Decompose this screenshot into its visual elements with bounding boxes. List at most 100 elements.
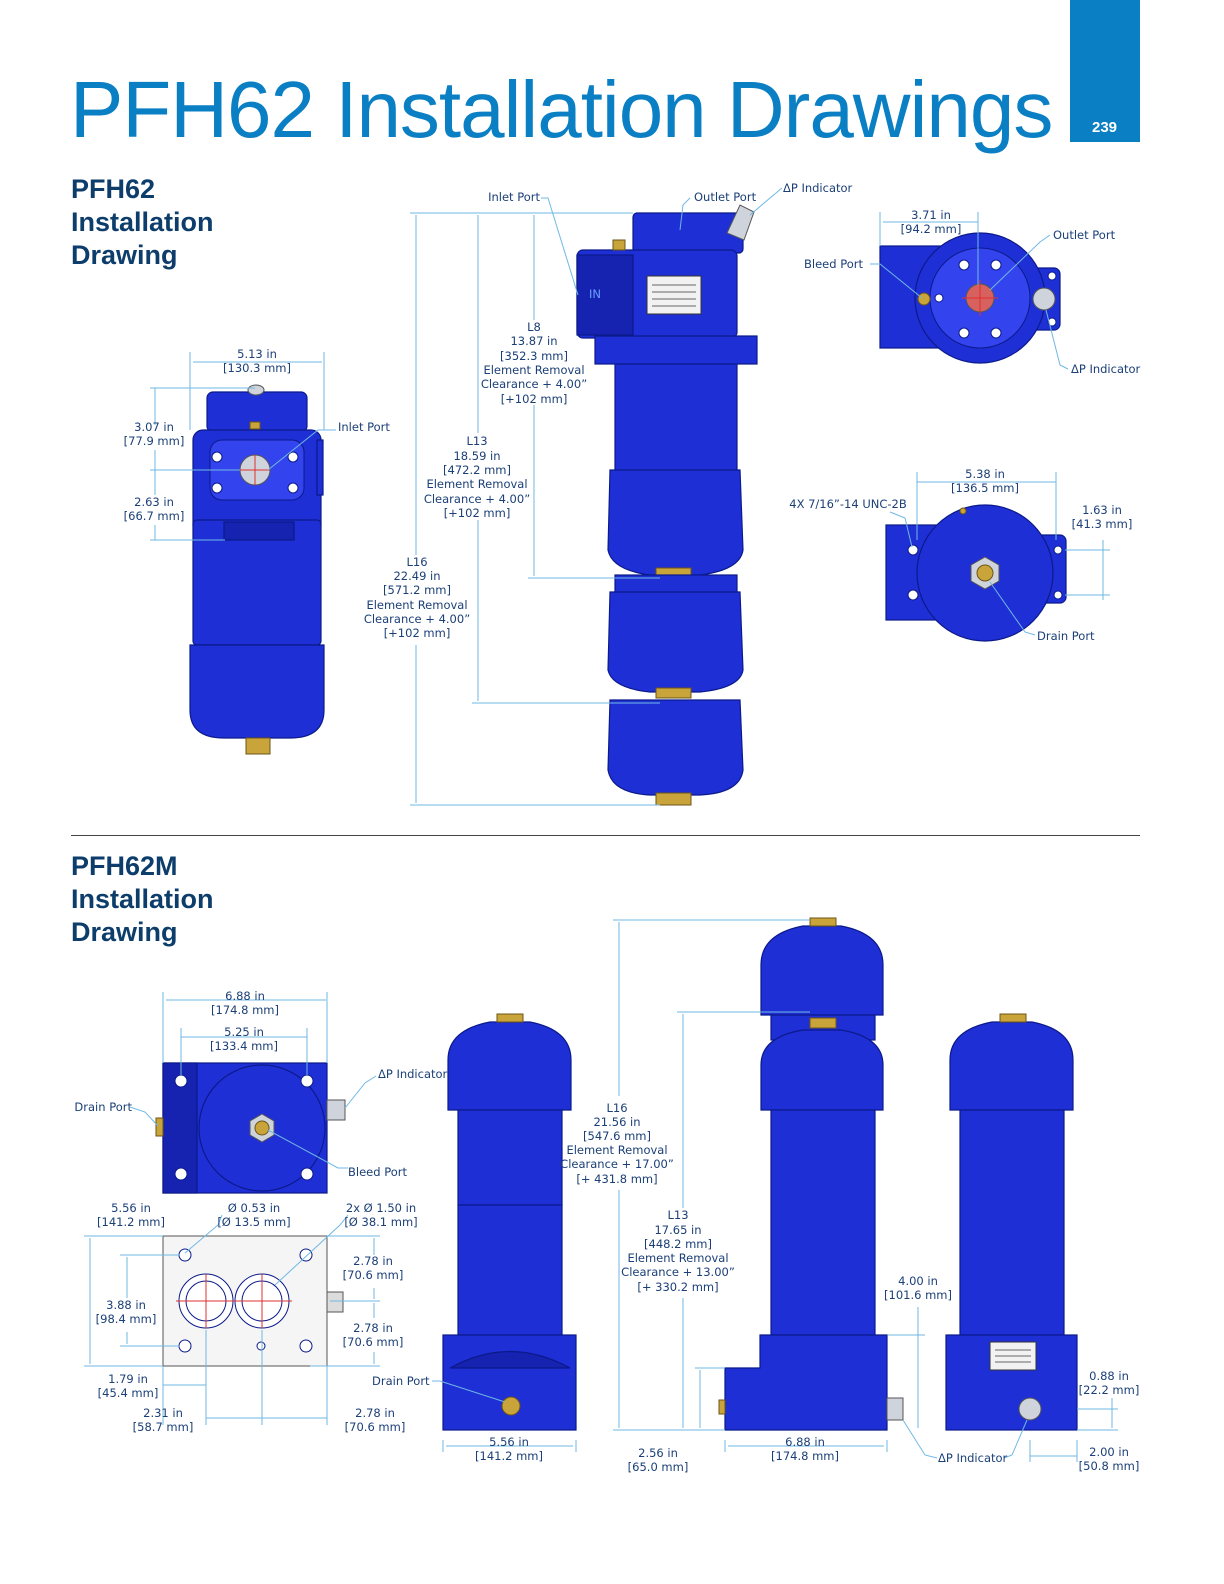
- base-w2-mm: [174.8 mm]: [771, 1449, 839, 1463]
- bottom-width-in: 5.38 in: [965, 467, 1005, 481]
- m-l13-value-mm: [448.2 mm]: [644, 1237, 712, 1251]
- plan-w-in: 5.56 in: [111, 1201, 151, 1215]
- label-m-bleed-port: Bleed Port: [348, 1165, 407, 1179]
- pfh62-bottom-view: [885, 472, 1110, 642]
- plan-x3-in: 2.78 in: [355, 1406, 395, 1420]
- m-l16-clearance: Clearance + 17.00”: [560, 1157, 674, 1171]
- l16-value-mm: [571.2 mm]: [383, 583, 451, 597]
- plan-r1-mm: [70.6 mm]: [343, 1268, 404, 1282]
- section-heading-line: Drawing: [71, 917, 178, 947]
- top-w2-in: 5.25 in: [224, 1025, 264, 1039]
- l13-clearance: Clearance + 4.00”: [424, 492, 530, 506]
- l13-label: L13: [466, 434, 487, 448]
- bottom-offset-in: 1.63 in: [1082, 503, 1122, 517]
- label-m-side-dp-indicator: ΔP Indicator: [938, 1451, 1008, 1465]
- section-heading-pfh62m: PFH62M Installation Drawing: [71, 850, 214, 949]
- label-m-drain-port: Drain Port: [74, 1100, 132, 1114]
- l8-removal: Element Removal: [483, 363, 584, 377]
- pfh62m-front-view: [432, 1013, 577, 1452]
- l13-value-mm: [472.2 mm]: [443, 463, 511, 477]
- page-tab: [1070, 0, 1140, 142]
- side-h-in: 0.88 in: [1089, 1369, 1129, 1383]
- m-l16-value-mm: [547.6 mm]: [583, 1129, 651, 1143]
- pfh62-side-view: [410, 187, 783, 806]
- m-l13-label: L13: [667, 1208, 688, 1222]
- top-w1-in: 6.88 in: [225, 989, 265, 1003]
- l8-label: L8: [527, 320, 541, 334]
- plan-h-mm: [98.4 mm]: [96, 1312, 157, 1326]
- section-heading-pfh62: PFH62 Installation Drawing: [71, 173, 214, 272]
- port-dia-in: 2x Ø 1.50 in: [346, 1201, 416, 1215]
- plan-w-mm: [141.2 mm]: [97, 1215, 165, 1229]
- base-off-in: 2.56 in: [638, 1446, 678, 1460]
- top-w1-mm: [174.8 mm]: [211, 1003, 279, 1017]
- label-bleed-port: Bleed Port: [804, 257, 863, 271]
- l13-clearance-mm: [+102 mm]: [444, 506, 511, 520]
- l16-value-in: 22.49 in: [393, 569, 440, 583]
- base-w1-mm: [141.2 mm]: [475, 1449, 543, 1463]
- base-off-mm: [65.0 mm]: [628, 1460, 689, 1474]
- l13-value-in: 18.59 in: [453, 449, 500, 463]
- label-m-front-drain-port: Drain Port: [372, 1374, 430, 1388]
- base-h-in: 4.00 in: [898, 1274, 938, 1288]
- section-heading-line: PFH62M: [71, 851, 178, 881]
- l16-clearance: Clearance + 4.00”: [364, 612, 470, 626]
- m-l13-value-in: 17.65 in: [654, 1223, 701, 1237]
- l8-value-in: 13.87 in: [510, 334, 557, 348]
- pfh62-top-view: [870, 212, 1069, 370]
- plan-x1-in: 1.79 in: [108, 1372, 148, 1386]
- base-w1-in: 5.56 in: [489, 1435, 529, 1449]
- l13-removal: Element Removal: [426, 477, 527, 491]
- label-outlet-port: Outlet Port: [694, 190, 757, 204]
- plan-r2-mm: [70.6 mm]: [343, 1335, 404, 1349]
- bolt-dia-in: Ø 0.53 in: [228, 1201, 280, 1215]
- front-width-in: 5.13 in: [237, 347, 277, 361]
- l16-label: L16: [406, 555, 427, 569]
- plan-x2-in: 2.31 in: [143, 1406, 183, 1420]
- base-h-mm: [101.6 mm]: [884, 1288, 952, 1302]
- pfh62m-labels: 6.88 in [174.8 mm] 5.25 in [133.4 mm] ΔP…: [74, 989, 1139, 1474]
- m-l13-clearance: Clearance + 13.00”: [621, 1265, 735, 1279]
- page-number: 239: [1092, 119, 1118, 136]
- bottom-offset-mm: [41.3 mm]: [1072, 517, 1133, 531]
- plan-r2-in: 2.78 in: [353, 1321, 393, 1335]
- pfh62m-side-view: [945, 1013, 1118, 1462]
- pfh62m-middle-view: [613, 917, 938, 1459]
- front-width-mm: [130.3 mm]: [223, 361, 291, 375]
- section-heading-line: Drawing: [71, 240, 178, 270]
- side-h-mm: [22.2 mm]: [1079, 1383, 1140, 1397]
- section-heading-line: Installation: [71, 207, 214, 237]
- m-l16-clearance-mm: [+ 431.8 mm]: [576, 1172, 657, 1186]
- top-w2-mm: [133.4 mm]: [210, 1039, 278, 1053]
- label-m-dp-indicator: ΔP Indicator: [378, 1067, 448, 1081]
- m-l13-clearance-mm: [+ 330.2 mm]: [637, 1280, 718, 1294]
- plan-r1-in: 2.78 in: [353, 1254, 393, 1268]
- m-l16-removal: Element Removal: [566, 1143, 667, 1157]
- front-h2-mm: [66.7 mm]: [124, 509, 185, 523]
- page-title: PFH62 Installation Drawings: [70, 65, 1053, 154]
- pfh62-front-view: [150, 352, 336, 755]
- base-w2-in: 6.88 in: [785, 1435, 825, 1449]
- plan-h-in: 3.88 in: [106, 1298, 146, 1312]
- section-heading-line: PFH62: [71, 174, 156, 204]
- front-h2-in: 2.63 in: [134, 495, 174, 509]
- port-dia-mm: [Ø 38.1 mm]: [344, 1215, 417, 1229]
- label-dp-indicator: ΔP Indicator: [783, 181, 853, 195]
- section-divider: [71, 835, 1140, 836]
- l8-value-mm: [352.3 mm]: [500, 349, 568, 363]
- top-width-in: 3.71 in: [911, 208, 951, 222]
- section-heading-line: Installation: [71, 884, 214, 914]
- bolt-dia-mm: [Ø 13.5 mm]: [217, 1215, 290, 1229]
- m-l13-removal: Element Removal: [627, 1251, 728, 1265]
- side-w-in: 2.00 in: [1089, 1445, 1129, 1459]
- label-in-mark: IN: [589, 287, 601, 301]
- bottom-width-mm: [136.5 mm]: [951, 481, 1019, 495]
- m-l16-label: L16: [606, 1101, 627, 1115]
- m-l16-value-in: 21.56 in: [593, 1115, 640, 1129]
- pfh62m-plan-view: [84, 1214, 380, 1425]
- l16-removal: Element Removal: [366, 598, 467, 612]
- l8-clearance: Clearance + 4.00”: [481, 377, 587, 391]
- plan-x1-mm: [45.4 mm]: [98, 1386, 159, 1400]
- label-top-outlet-port: Outlet Port: [1053, 228, 1116, 242]
- label-thread: 4X 7/16”-14 UNC-2B: [789, 497, 907, 511]
